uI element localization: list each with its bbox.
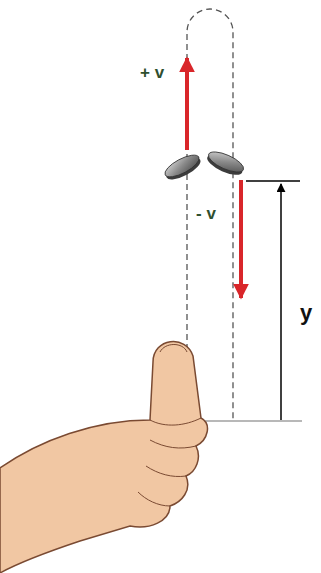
- rising-coin: [162, 151, 204, 184]
- downward-velocity-arrow: [239, 180, 243, 298]
- baseline: [190, 420, 302, 422]
- height-label: y: [300, 302, 312, 324]
- height-arrow: [280, 184, 282, 420]
- upward-velocity-arrow: [185, 58, 189, 150]
- height-tick: [246, 180, 300, 182]
- knuckle-line: [150, 418, 201, 425]
- hand-shape: [0, 342, 207, 573]
- thumbnail: [160, 345, 187, 353]
- velocity-label: - v: [196, 205, 216, 222]
- velocity-label: + v: [140, 64, 164, 81]
- finger-line: [146, 466, 186, 477]
- falling-coin: [205, 148, 247, 179]
- finger-line: [138, 492, 170, 506]
- hand: [0, 342, 207, 573]
- finger-line: [150, 440, 196, 448]
